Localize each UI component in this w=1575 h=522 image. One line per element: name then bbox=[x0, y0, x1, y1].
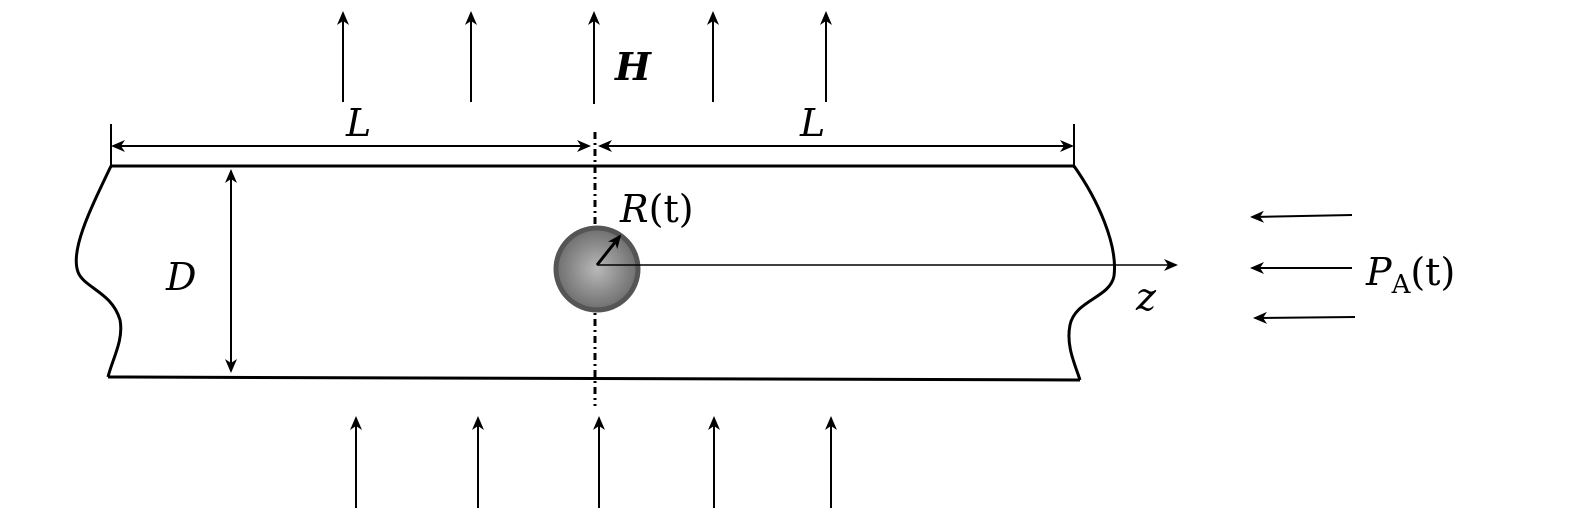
bubble bbox=[553, 225, 641, 313]
dimension-right bbox=[598, 124, 1075, 168]
length-label-right: L bbox=[799, 101, 825, 145]
tube bbox=[74, 164, 1117, 382]
tube-right-break bbox=[1067, 165, 1117, 381]
field-arrows-top bbox=[337, 11, 832, 104]
radius-argument: (t) bbox=[649, 187, 694, 231]
axis-label-z: z bbox=[1135, 275, 1157, 319]
pressure-argument: (t) bbox=[1410, 250, 1455, 294]
pressure-arrows bbox=[1250, 210, 1356, 324]
length-label-left: L bbox=[345, 101, 371, 145]
diameter-label: D bbox=[165, 255, 196, 299]
pressure-subscript: A bbox=[1391, 270, 1412, 300]
pressure-arrow bbox=[1253, 311, 1356, 324]
radius-symbol: R bbox=[619, 187, 649, 231]
pressure-label: PA(t) bbox=[1365, 250, 1455, 300]
pressure-arrow bbox=[1250, 210, 1353, 223]
tube-bottom-wall bbox=[107, 375, 1081, 382]
dimension-left bbox=[110, 124, 591, 168]
pressure-symbol: P bbox=[1365, 250, 1393, 294]
radius-arrow bbox=[595, 234, 622, 266]
radius-label: R(t) bbox=[619, 187, 694, 231]
field-label: H bbox=[614, 44, 652, 89]
field-arrows-bottom bbox=[350, 416, 837, 508]
tube-left-break bbox=[74, 165, 123, 378]
